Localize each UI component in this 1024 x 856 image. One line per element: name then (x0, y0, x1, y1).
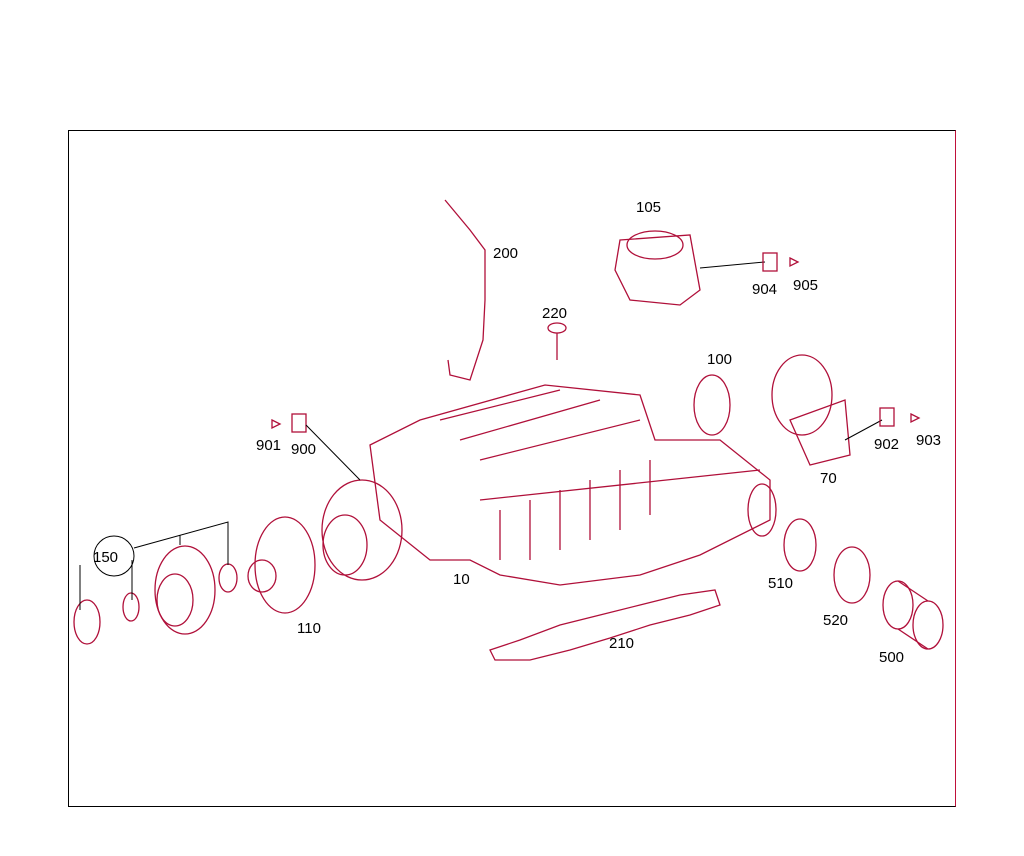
clamp-part-520[interactable] (833, 546, 871, 604)
label-901: 901 (256, 437, 281, 454)
pulley-group-part-150[interactable] (73, 521, 238, 645)
label-105: 105 (636, 199, 661, 216)
ring-part-510[interactable] (783, 518, 817, 572)
throttle-body-part-105[interactable] (614, 230, 800, 306)
label-520: 520 (823, 612, 848, 629)
label-110: 110 (297, 620, 321, 637)
supercharger-part-10[interactable] (321, 384, 777, 586)
label-904: 904 (752, 281, 777, 298)
label-500: 500 (879, 649, 904, 666)
label-903: 903 (916, 432, 941, 449)
label-150: 150 (93, 549, 118, 566)
sensor-part-900[interactable] (271, 413, 361, 481)
diagram-frame (68, 130, 956, 807)
gasket-part-210[interactable] (489, 589, 721, 661)
sleeve-part-500[interactable] (882, 580, 944, 650)
label-10: 10 (453, 571, 470, 588)
pulley-part-110[interactable] (247, 516, 316, 614)
label-220: 220 (542, 305, 567, 322)
label-510: 510 (768, 575, 793, 592)
label-905: 905 (793, 277, 818, 294)
label-900: 900 (291, 441, 316, 458)
hose-part-200[interactable] (444, 199, 486, 381)
label-100: 100 (707, 351, 732, 368)
label-70: 70 (820, 470, 837, 487)
throttle-body-part-70[interactable] (771, 354, 921, 466)
label-210: 210 (609, 635, 634, 652)
label-200: 200 (493, 245, 518, 262)
label-902: 902 (874, 436, 899, 453)
gasket-part-100[interactable] (693, 374, 731, 436)
bolt-part-220[interactable] (547, 322, 567, 360)
